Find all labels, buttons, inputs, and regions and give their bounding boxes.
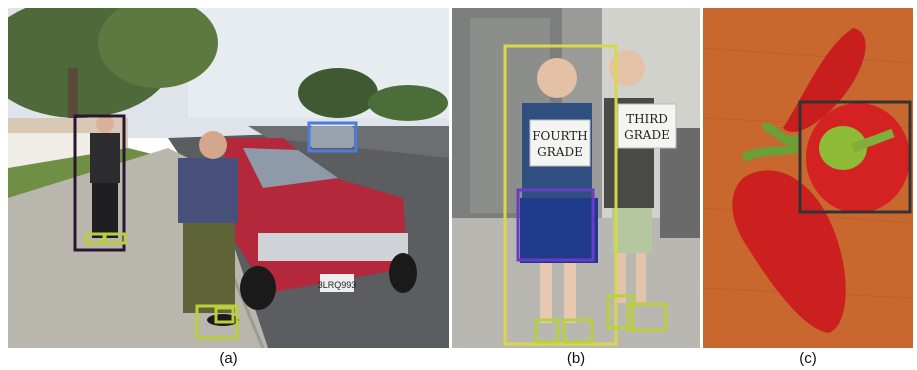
shoe-box <box>626 302 668 332</box>
sign-boy-line2: GRADE <box>624 128 670 142</box>
sign-boy-line1: THIRD <box>626 112 668 126</box>
shoe-box <box>534 318 560 344</box>
sign-girl-line2: GRADE <box>537 145 583 159</box>
license-plate: 3LRQ993 <box>318 280 357 290</box>
shoe-box <box>195 304 239 340</box>
shoe-box <box>214 306 235 324</box>
car-box <box>307 121 358 153</box>
skirt-box <box>516 188 595 262</box>
panel-c-photo <box>703 8 913 348</box>
shoe-box <box>562 318 594 344</box>
caption-b: (b) <box>566 350 586 367</box>
shoe-box <box>606 294 635 330</box>
pepper-box <box>798 100 912 214</box>
person-left-box <box>73 114 126 252</box>
caption-c: (c) <box>799 350 817 367</box>
panel-a-photo: 3LRQ993 <box>8 8 449 348</box>
panel-b-photo: FOURTH GRADE THIRD GRADE <box>452 8 700 348</box>
girl-box <box>503 44 618 346</box>
sign-girl-line1: FOURTH <box>532 129 588 143</box>
shoe-box <box>103 232 127 245</box>
caption-a: (a) <box>219 350 238 367</box>
